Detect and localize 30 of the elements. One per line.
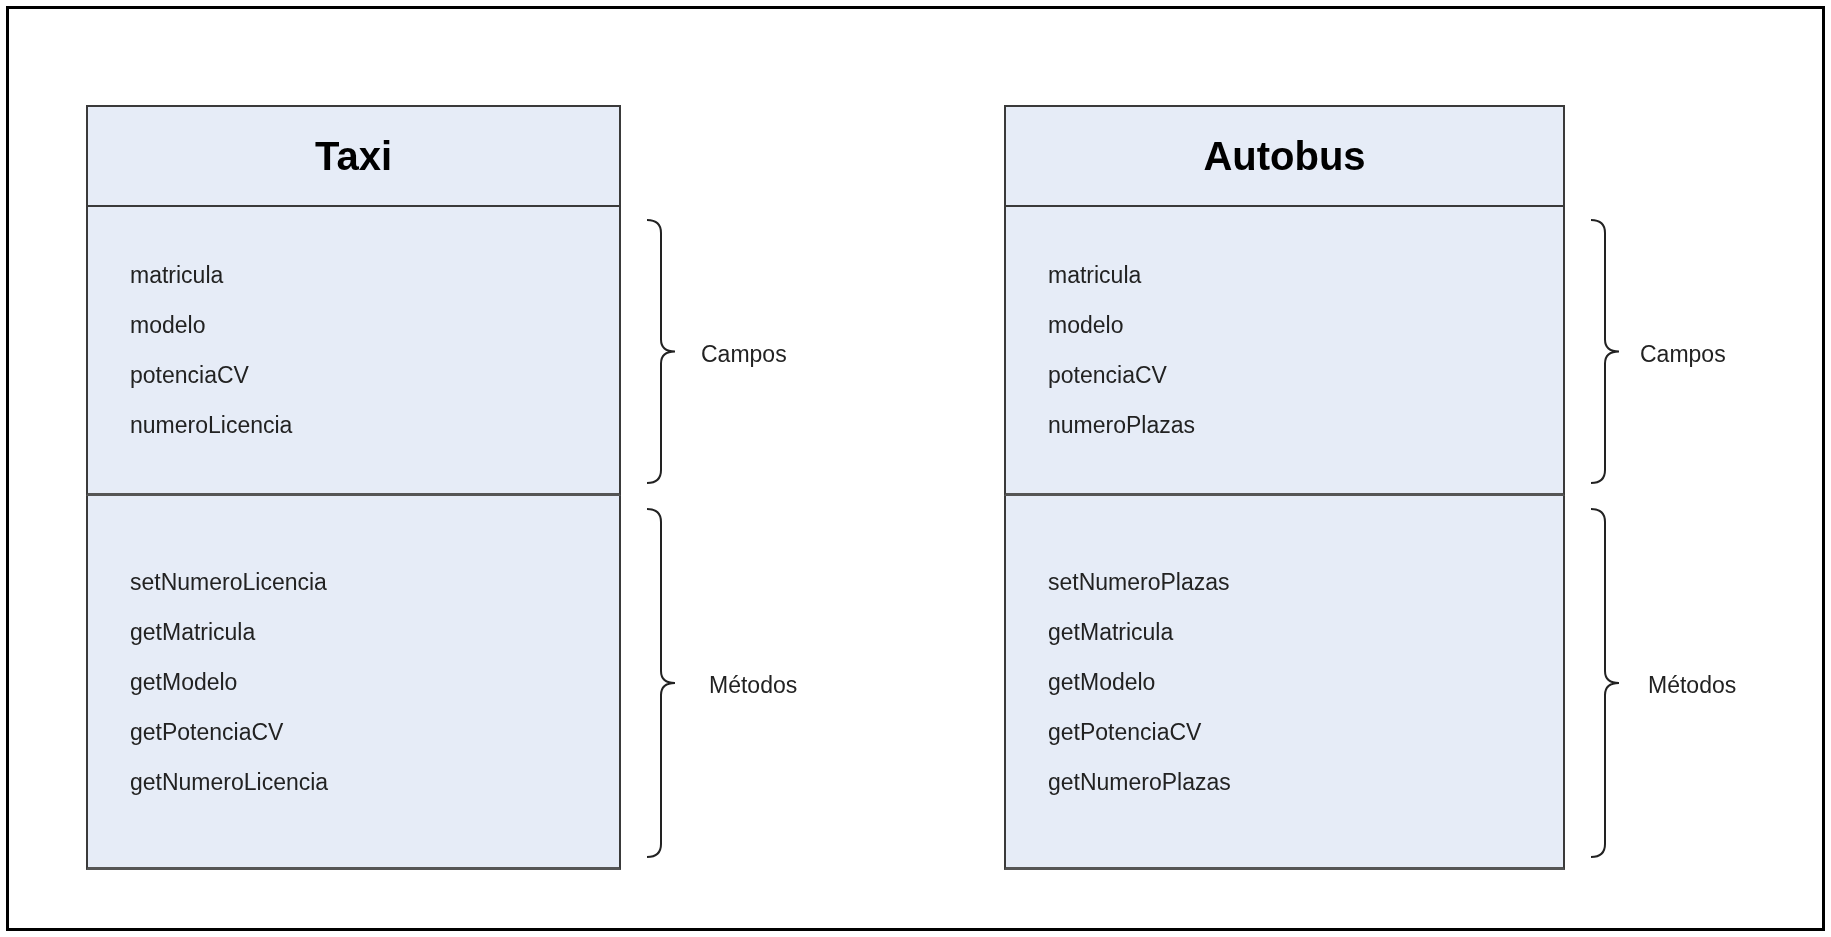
- class-name: Taxi: [314, 133, 393, 180]
- method-name: getMatricula: [1048, 617, 1175, 646]
- section-label: Métodos: [709, 671, 798, 700]
- field-name: modelo: [1048, 311, 1125, 339]
- field-name: matricula: [130, 261, 225, 289]
- field-name: matricula: [1048, 261, 1143, 289]
- method-name: getNumeroLicencia: [130, 767, 330, 796]
- method-name: getMatricula: [130, 617, 257, 646]
- method-name: getPotenciaCV: [1048, 717, 1203, 746]
- class-compartment: [86, 207, 621, 496]
- class-name-box: [86, 105, 621, 207]
- field-name: numeroPlazas: [1048, 411, 1197, 439]
- class-name: Autobus: [1203, 133, 1366, 180]
- section-label: Métodos: [1648, 671, 1737, 700]
- field-name: numeroLicencia: [130, 411, 294, 439]
- method-name: setNumeroPlazas: [1048, 567, 1231, 596]
- field-name: potenciaCV: [130, 361, 250, 389]
- class-name-box: [1004, 105, 1565, 207]
- section-label: Campos: [1640, 339, 1726, 369]
- method-name: getPotenciaCV: [130, 717, 285, 746]
- method-name: setNumeroLicencia: [130, 567, 328, 596]
- method-name: getModelo: [130, 667, 239, 696]
- class-compartment: [1004, 496, 1565, 870]
- section-label: Campos: [701, 339, 787, 369]
- class-compartment: [1004, 207, 1565, 496]
- method-name: getModelo: [1048, 667, 1157, 696]
- class-compartment: [86, 496, 621, 870]
- method-name: getNumeroPlazas: [1048, 767, 1232, 796]
- field-name: potenciaCV: [1048, 361, 1168, 389]
- field-name: modelo: [130, 311, 207, 339]
